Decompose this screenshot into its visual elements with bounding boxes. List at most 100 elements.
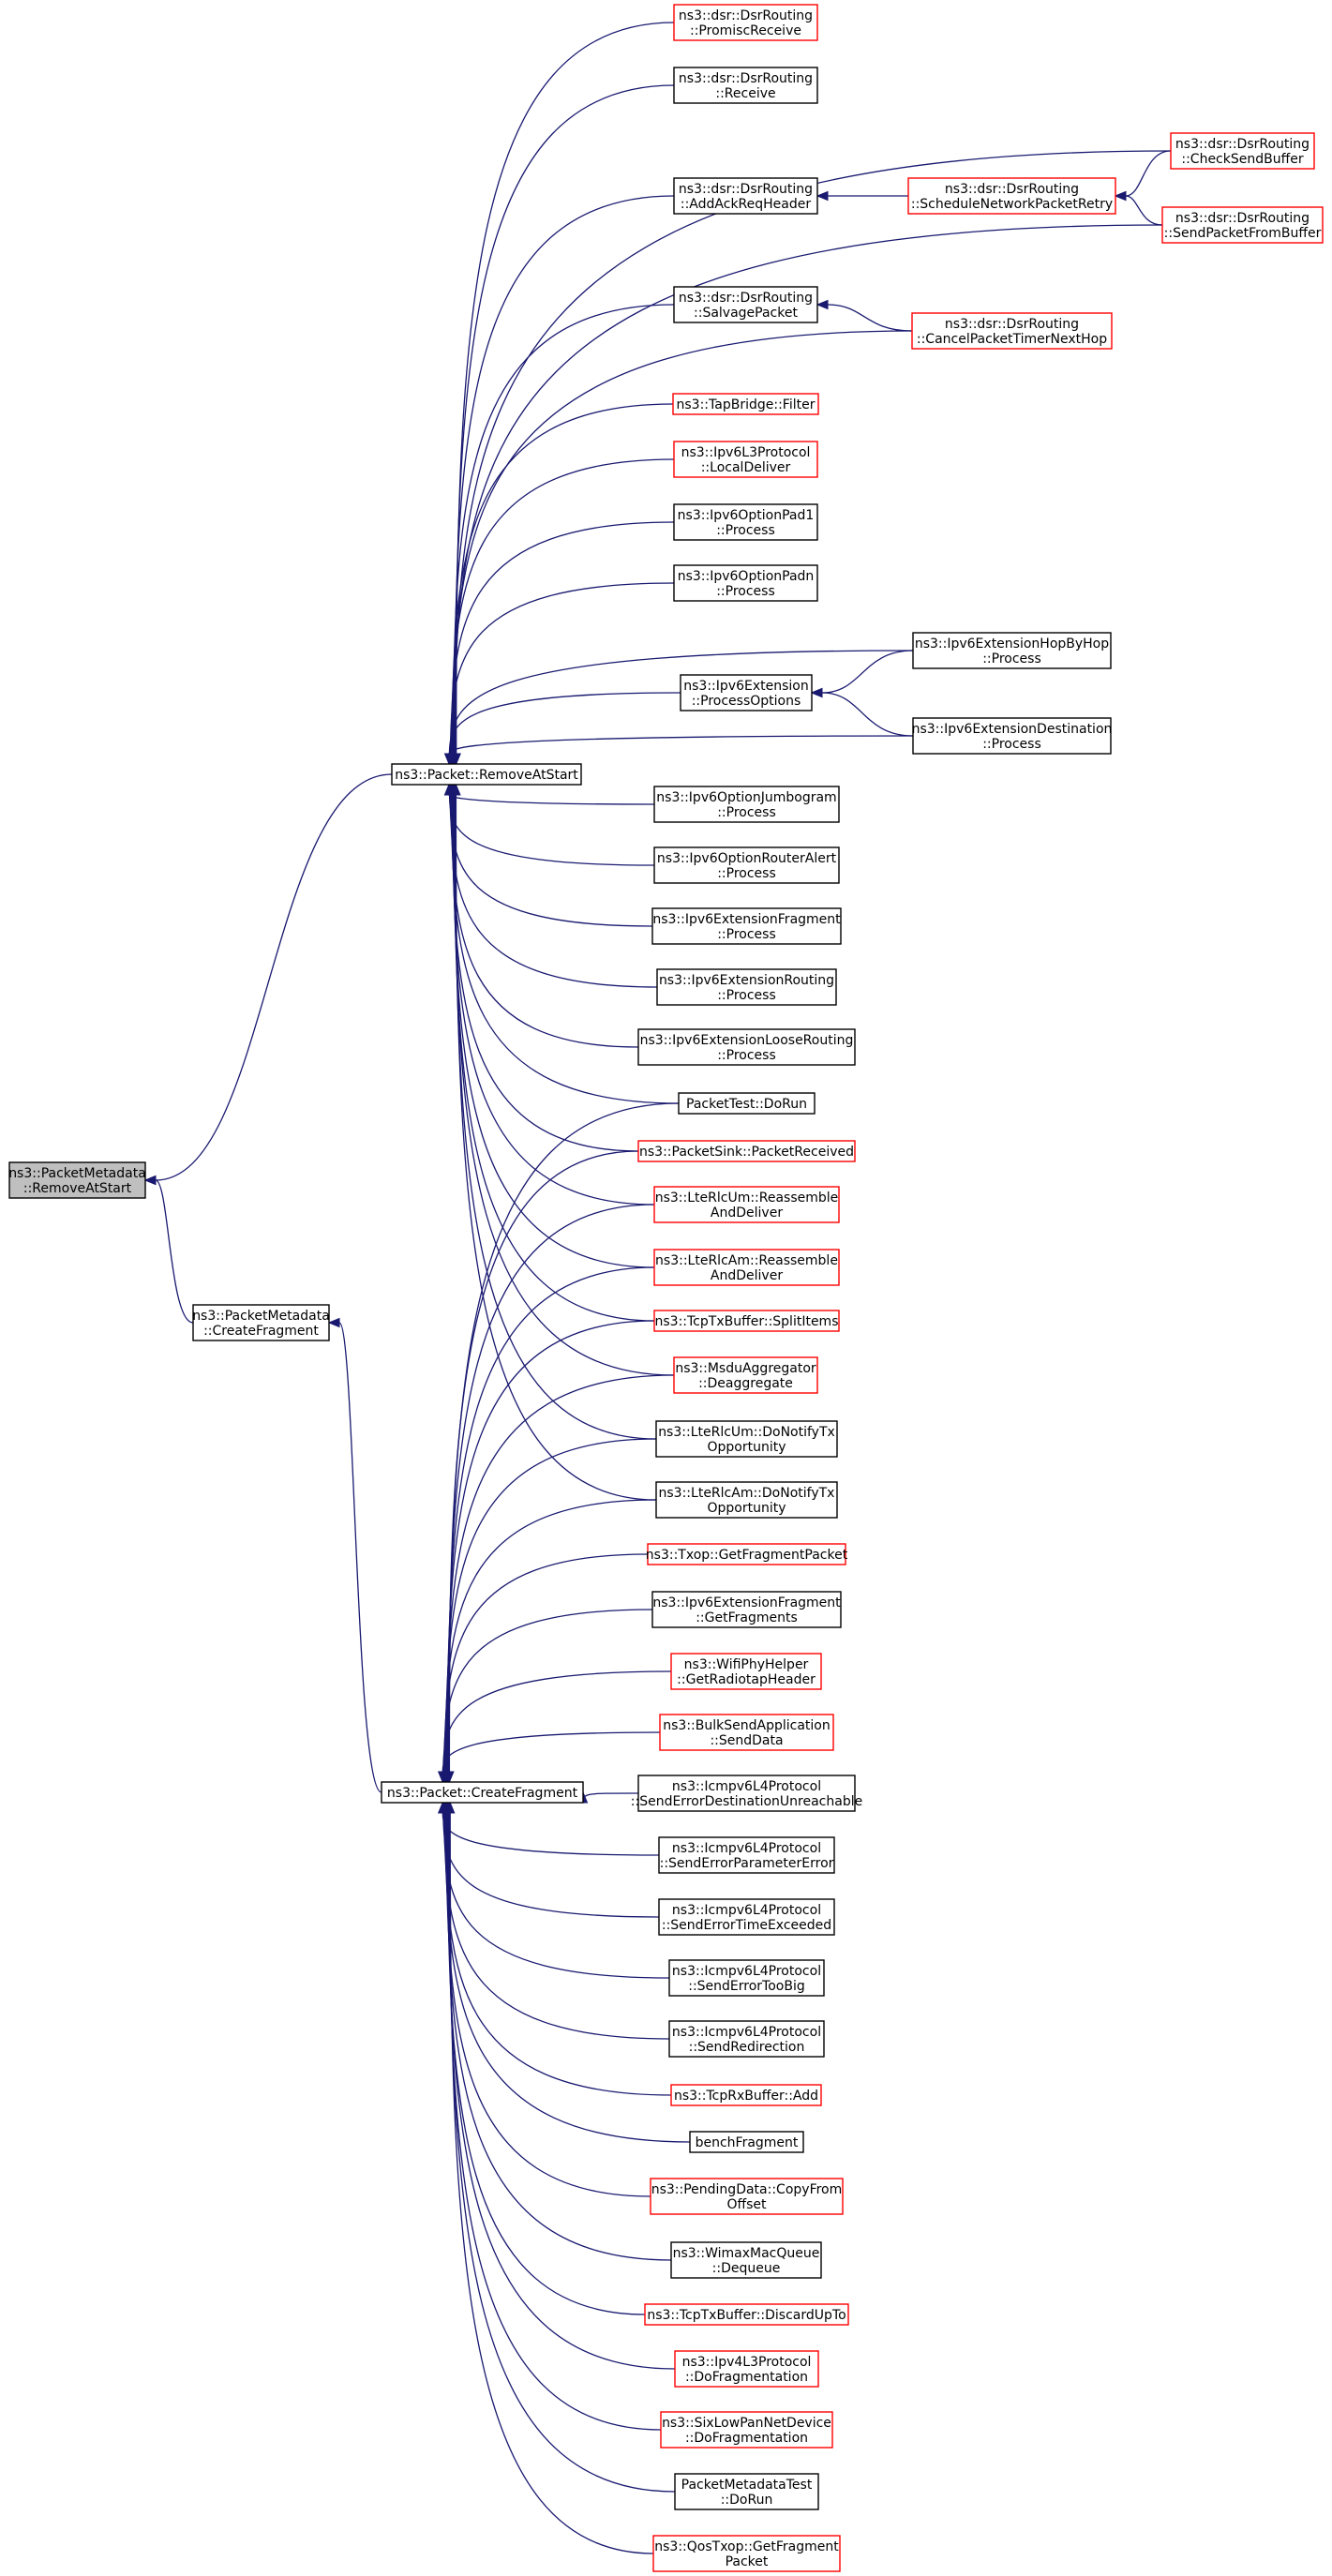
- node-box: [653, 1186, 840, 1223]
- node-dsr-addackreqheader[interactable]: ns3::dsr::DsrRouting::AddAckReqHeader: [673, 177, 818, 215]
- edge-line: [442, 1731, 661, 1773]
- node-ipv4l3-dofragmentation[interactable]: ns3::Ipv4L3Protocol::DoFragmentation: [674, 2350, 819, 2388]
- node-sixlowpan-dofragmentation[interactable]: ns3::SixLowPanNetDevice::DoFragmentation: [660, 2411, 833, 2449]
- node-label: ns3::Ipv6OptionJumbogram: [656, 790, 836, 805]
- node-dsr-promiscreceive[interactable]: ns3::dsr::DsrRouting::PromiscReceive: [673, 4, 818, 41]
- node-box: [670, 1653, 822, 1690]
- edge-lterlcam-donotifytx-to-pkt-createfragment: [440, 1499, 657, 1784]
- node-pkt-createfragment[interactable]: ns3::Packet::CreateFragment: [381, 1781, 584, 1804]
- edge-ipv6l3-localdeliver-to-pkt-removeatstart: [446, 458, 675, 766]
- node-dsr-schedulenetworkpacketretry[interactable]: ns3::dsr::DsrRouting::ScheduleNetworkPac…: [907, 177, 1116, 215]
- node-label: ns3::Ipv6OptionPadn: [678, 569, 815, 584]
- node-ipv6ext-fragment-getfragments[interactable]: ns3::Ipv6ExtensionFragment::GetFragments: [651, 1591, 842, 1628]
- edge-icmpv6-senderrordestunreachable-to-pkt-createfragment: [577, 1790, 639, 1804]
- edge-ipv6ext-processoptions-to-pkt-removeatstart: [444, 692, 681, 766]
- node-icmpv6-sendredirection[interactable]: ns3::Icmpv6L4Protocol::SendRedirection: [668, 2020, 825, 2058]
- node-tcptxbuffer-splititems[interactable]: ns3::TcpTxBuffer::SplitItems: [653, 1310, 840, 1332]
- edge-dsr-addackreqheader-to-pkt-removeatstart: [449, 195, 675, 766]
- node-wimaxmacqueue-dequeue[interactable]: ns3::WimaxMacQueue::Dequeue: [670, 2241, 822, 2279]
- node-icmpv6-senderrortimeexceeded[interactable]: ns3::Icmpv6L4Protocol::SendErrorTimeExce…: [658, 1898, 835, 1936]
- edge-line: [453, 304, 675, 755]
- edge-dsr-schedulenetworkpacketretry-to-dsr-addackreqheader: [816, 190, 908, 202]
- node-qostxop-getfragmentpacket[interactable]: ns3::QosTxop::GetFragmentPacket: [652, 2535, 841, 2572]
- node-ipv6opt-jumbogram-process[interactable]: ns3::Ipv6OptionJumbogram::Process: [653, 786, 840, 823]
- node-packettest-dorun[interactable]: PacketTest::DoRun: [678, 1092, 816, 1115]
- node-pkt-removeatstart[interactable]: ns3::Packet::RemoveAtStart: [391, 763, 582, 786]
- node-box: [673, 503, 818, 541]
- edge-ipv6ext-routing-process-to-pkt-removeatstart: [445, 783, 658, 988]
- call-graph-nodes: ns3::PacketMetadata::RemoveAtStartns3::P…: [8, 4, 1324, 2572]
- node-ipv6optionpadn-process[interactable]: ns3::Ipv6OptionPadn::Process: [673, 564, 818, 602]
- node-icmpv6-senderrordestunreachable[interactable]: ns3::Icmpv6L4Protocol::SendErrorDestinat…: [631, 1775, 862, 1812]
- node-tcptxbuffer-discardupto[interactable]: ns3::TcpTxBuffer::DiscardUpTo: [644, 2303, 849, 2326]
- node-icmpv6-senderrorparametererror[interactable]: ns3::Icmpv6L4Protocol::SendErrorParamete…: [658, 1836, 835, 1874]
- node-box: [673, 286, 818, 323]
- edge-wimaxmacqueue-dequeue-to-pkt-createfragment: [442, 1801, 672, 2261]
- node-ipv6ext-routing-process[interactable]: ns3::Ipv6ExtensionRouting::Process: [656, 968, 837, 1006]
- node-box: [647, 1543, 846, 1565]
- edge-ipv6ext-fragment-process-to-pkt-removeatstart: [444, 783, 653, 927]
- node-label: ns3::QosTxop::GetFragment: [654, 2539, 839, 2554]
- node-label: ns3::PacketSink::PacketReceived: [639, 1145, 854, 1160]
- node-label: ::SendErrorDestinationUnreachable: [631, 1794, 862, 1809]
- node-ipv6ext-fragment-process[interactable]: ns3::Ipv6ExtensionFragment::Process: [651, 907, 842, 945]
- edge-arrowhead: [444, 1801, 456, 1814]
- node-icmpv6-senderrortoobig[interactable]: ns3::Icmpv6L4Protocol::SendErrorTooBig: [668, 1959, 825, 1997]
- node-dsr-sendpacketfrombuffer[interactable]: ns3::dsr::DsrRouting::SendPacketFromBuff…: [1161, 206, 1324, 244]
- node-ipv6optionpad1-process[interactable]: ns3::Ipv6OptionPad1::Process: [673, 503, 818, 541]
- edge-arrowhead: [443, 753, 455, 766]
- edge-packetsink-packetreceived-to-pkt-removeatstart: [447, 783, 639, 1152]
- node-ipv6opt-routeralert-process[interactable]: ns3::Ipv6OptionRouterAlert::Process: [653, 846, 840, 884]
- node-ipv6ext-processoptions[interactable]: ns3::Ipv6Extension::ProcessOptions: [680, 674, 813, 711]
- node-label: benchFragment: [696, 2135, 799, 2150]
- edge-pkt-removeatstart-to-root: [143, 773, 393, 1186]
- node-box: [673, 564, 818, 602]
- node-wifiphyhelper-getradiotapheader[interactable]: ns3::WifiPhyHelper::GetRadiotapHeader: [670, 1653, 822, 1690]
- node-packetmetadatatest-dorun[interactable]: PacketMetadataTest::DoRun: [674, 2473, 819, 2510]
- node-label: ::SalvagePacket: [694, 306, 798, 321]
- node-ipv6l3-localdeliver[interactable]: ns3::Ipv6L3Protocol::LocalDeliver: [673, 441, 818, 478]
- node-label: ns3::Packet::CreateFragment: [387, 1786, 578, 1801]
- edge-dsr-cancelpackettimernexthop-to-dsr-salvagepacket: [816, 299, 913, 332]
- node-dsr-checksendbuffer[interactable]: ns3::dsr::DsrRouting::CheckSendBuffer: [1170, 132, 1315, 170]
- node-ipv6ext-looserouting-process[interactable]: ns3::Ipv6ExtensionLooseRouting::Process: [637, 1028, 856, 1066]
- edge-arrowhead: [143, 1175, 157, 1186]
- edge-arrowhead: [816, 299, 829, 310]
- node-tapbridge-filter[interactable]: ns3::TapBridge::Filter: [672, 393, 819, 415]
- node-dsr-cancelpackettimernexthop[interactable]: ns3::dsr::DsrRouting::CancelPacketTimerN…: [911, 312, 1113, 350]
- edge-ipv6ext-hopbyhop-process-to-ipv6ext-processoptions: [810, 650, 914, 698]
- node-tcprxbuffer-add[interactable]: ns3::TcpRxBuffer::Add: [670, 2084, 822, 2106]
- node-dsr-salvagepacket[interactable]: ns3::dsr::DsrRouting::SalvagePacket: [673, 286, 818, 323]
- edge-line: [446, 1266, 655, 1773]
- node-label: ::Process: [982, 737, 1041, 752]
- node-txop-getfragmentpacket[interactable]: ns3::Txop::GetFragmentPacket: [646, 1543, 848, 1565]
- edge-line: [456, 22, 675, 755]
- node-box: [907, 177, 1116, 215]
- edge-line: [449, 650, 914, 755]
- node-benchfragment[interactable]: benchFragment: [689, 2131, 804, 2153]
- node-msduaggregator-deaggregate[interactable]: ns3::MsduAggregator::Deaggregate: [673, 1356, 818, 1394]
- node-dsr-receive[interactable]: ns3::dsr::DsrRouting::Receive: [673, 67, 818, 104]
- node-label: ns3::PendingData::CopyFrom: [651, 2182, 843, 2197]
- edge-icmpv6-senderrortoobig-to-pkt-createfragment: [439, 1801, 670, 1979]
- node-bulksend-senddata[interactable]: ns3::BulkSendApplication::SendData: [659, 1714, 834, 1751]
- node-packetsink-packetreceived[interactable]: ns3::PacketSink::PacketReceived: [637, 1140, 856, 1162]
- node-box: [912, 717, 1112, 755]
- node-label: ::Process: [717, 988, 776, 1003]
- edge-line: [1125, 195, 1163, 226]
- edge-line: [445, 1812, 651, 2197]
- edge-ipv6opt-routeralert-process-to-pkt-removeatstart: [444, 783, 655, 866]
- node-ipv6ext-destination-process[interactable]: ns3::Ipv6ExtensionDestination::Process: [912, 717, 1113, 755]
- edge-lterlcam-donotifytx-to-pkt-removeatstart: [451, 783, 657, 1501]
- node-label: ::Process: [716, 584, 775, 599]
- edge-line: [448, 1812, 662, 2431]
- node-ipv6ext-hopbyhop-process[interactable]: ns3::Ipv6ExtensionHopByHop::Process: [912, 632, 1112, 669]
- node-label: ns3::WimaxMacQueue: [673, 2246, 820, 2261]
- node-pm-createfragment[interactable]: ns3::PacketMetadata::CreateFragment: [192, 1304, 330, 1341]
- node-box: [653, 1310, 840, 1332]
